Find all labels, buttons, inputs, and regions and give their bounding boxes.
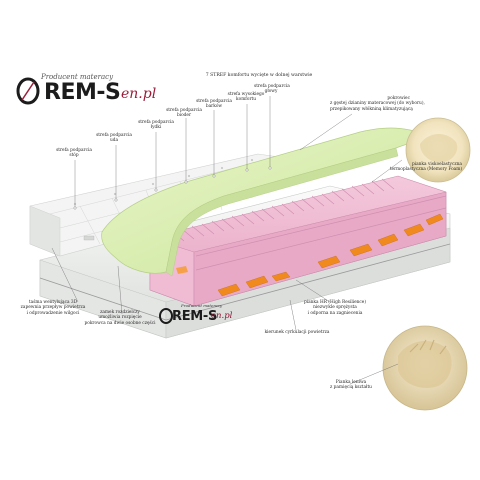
side-logo-ring [159, 308, 173, 324]
brand-name: REM-S [44, 80, 121, 105]
brand-domain: en.pl [121, 86, 157, 102]
hr-foam-label: pianka HR (High Resilience)niezwykle spr… [303, 300, 367, 316]
zones-header-label: 7 STREF komfortu wycięte w dolnej warstw… [205, 73, 313, 78]
air-circulation-label: kierunek cyrkulacji powietrza [264, 330, 330, 335]
brand-tagline: Producent materacy [41, 73, 114, 81]
brand-logo-ring [16, 77, 40, 105]
memory-foam-callout-bottom [382, 325, 468, 411]
side-logo-domain: en.pl [211, 311, 233, 321]
leader-lines [51, 96, 403, 385]
side-logo-name: REM-S [172, 309, 218, 324]
memory-foam-layer [101, 127, 436, 277]
memory-foam-callout-top [405, 117, 471, 183]
side-logo-tagline: Producent materacy [181, 303, 223, 308]
